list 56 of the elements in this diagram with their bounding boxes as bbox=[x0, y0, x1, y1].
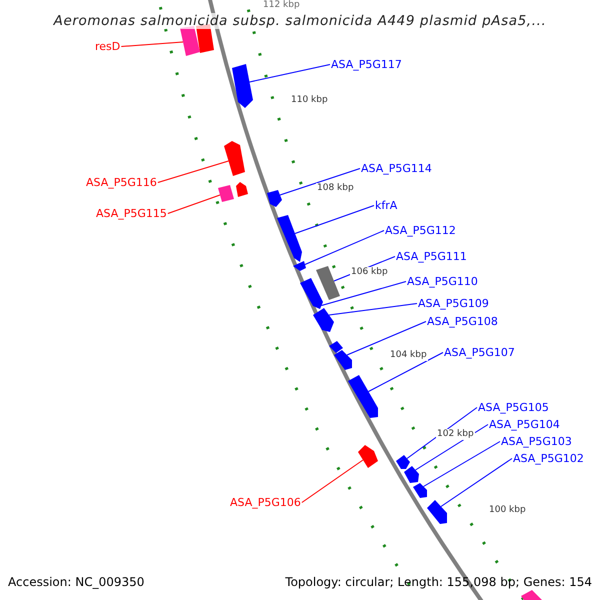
gene-label: ASA_P5G115 bbox=[96, 207, 167, 220]
leader-line bbox=[406, 407, 478, 459]
gene-feature bbox=[267, 190, 282, 207]
gene-label: ASA_P5G116 bbox=[86, 176, 157, 189]
leader-line bbox=[167, 194, 220, 214]
tick-label: 104 kbp bbox=[389, 350, 428, 361]
leader-line bbox=[304, 230, 384, 265]
leader-line bbox=[249, 64, 330, 82]
tick-label: 110 kbp bbox=[290, 95, 329, 106]
tick-label: 112 kbp bbox=[262, 0, 301, 11]
accession-text: Accession: NC_009350 bbox=[8, 575, 144, 589]
gene-feature bbox=[180, 26, 200, 56]
gene-feature bbox=[300, 278, 323, 309]
leader-line bbox=[328, 303, 418, 316]
gene-label: ASA_P5G111 bbox=[396, 250, 467, 263]
tick-label: 108 kbp bbox=[316, 183, 355, 194]
gene-label: ASA_P5G112 bbox=[385, 224, 456, 237]
gene-feature bbox=[348, 375, 378, 418]
gene-label: ASA_P5G114 bbox=[361, 162, 432, 175]
leader-line bbox=[368, 352, 444, 392]
gene-label: resD bbox=[95, 40, 120, 53]
gene-feature bbox=[404, 466, 419, 483]
gene-feature bbox=[358, 445, 378, 468]
tick-label: 106 kbp bbox=[350, 267, 389, 278]
gene-label: ASA_P5G106 bbox=[230, 496, 301, 509]
leader-line bbox=[321, 281, 406, 306]
gene-feature bbox=[413, 483, 427, 498]
leader-line bbox=[280, 168, 360, 196]
tick-label: 100 kbp bbox=[488, 505, 527, 516]
gene-feature bbox=[277, 215, 302, 262]
gene-label: ASA_P5G110 bbox=[407, 275, 478, 288]
gene-feature bbox=[224, 141, 245, 176]
gene-label: ASA_P5G117 bbox=[331, 58, 402, 71]
gene-feature bbox=[313, 308, 334, 332]
gene-label: ASA_P5G102 bbox=[513, 452, 584, 465]
leader-line bbox=[346, 321, 426, 356]
gene-label: ASA_P5G103 bbox=[501, 435, 572, 448]
gene-feature bbox=[316, 266, 340, 300]
leader-line bbox=[294, 205, 374, 234]
tick-label: 102 kbp bbox=[436, 429, 475, 440]
gene-label: ASA_P5G107 bbox=[444, 346, 515, 359]
leader-line bbox=[157, 160, 229, 183]
gene-label: ASA_P5G105 bbox=[478, 401, 549, 414]
leader-line bbox=[423, 441, 500, 487]
leader-line bbox=[440, 458, 512, 507]
gene-label: kfrA bbox=[375, 199, 398, 212]
gene-feature bbox=[293, 261, 306, 271]
leader-line bbox=[301, 460, 364, 503]
summary-text: Topology: circular; Length: 155,098 bp; Genes: 154 bbox=[285, 575, 592, 589]
gene-label: ASA_P5G104 bbox=[489, 418, 560, 431]
gene-label: ASA_P5G108 bbox=[427, 315, 498, 328]
gene-feature bbox=[427, 500, 447, 524]
gene-feature bbox=[218, 185, 234, 202]
gene-label: ASA_P5G109 bbox=[418, 297, 489, 310]
gene-feature bbox=[396, 455, 410, 469]
gene-feature bbox=[232, 64, 253, 108]
